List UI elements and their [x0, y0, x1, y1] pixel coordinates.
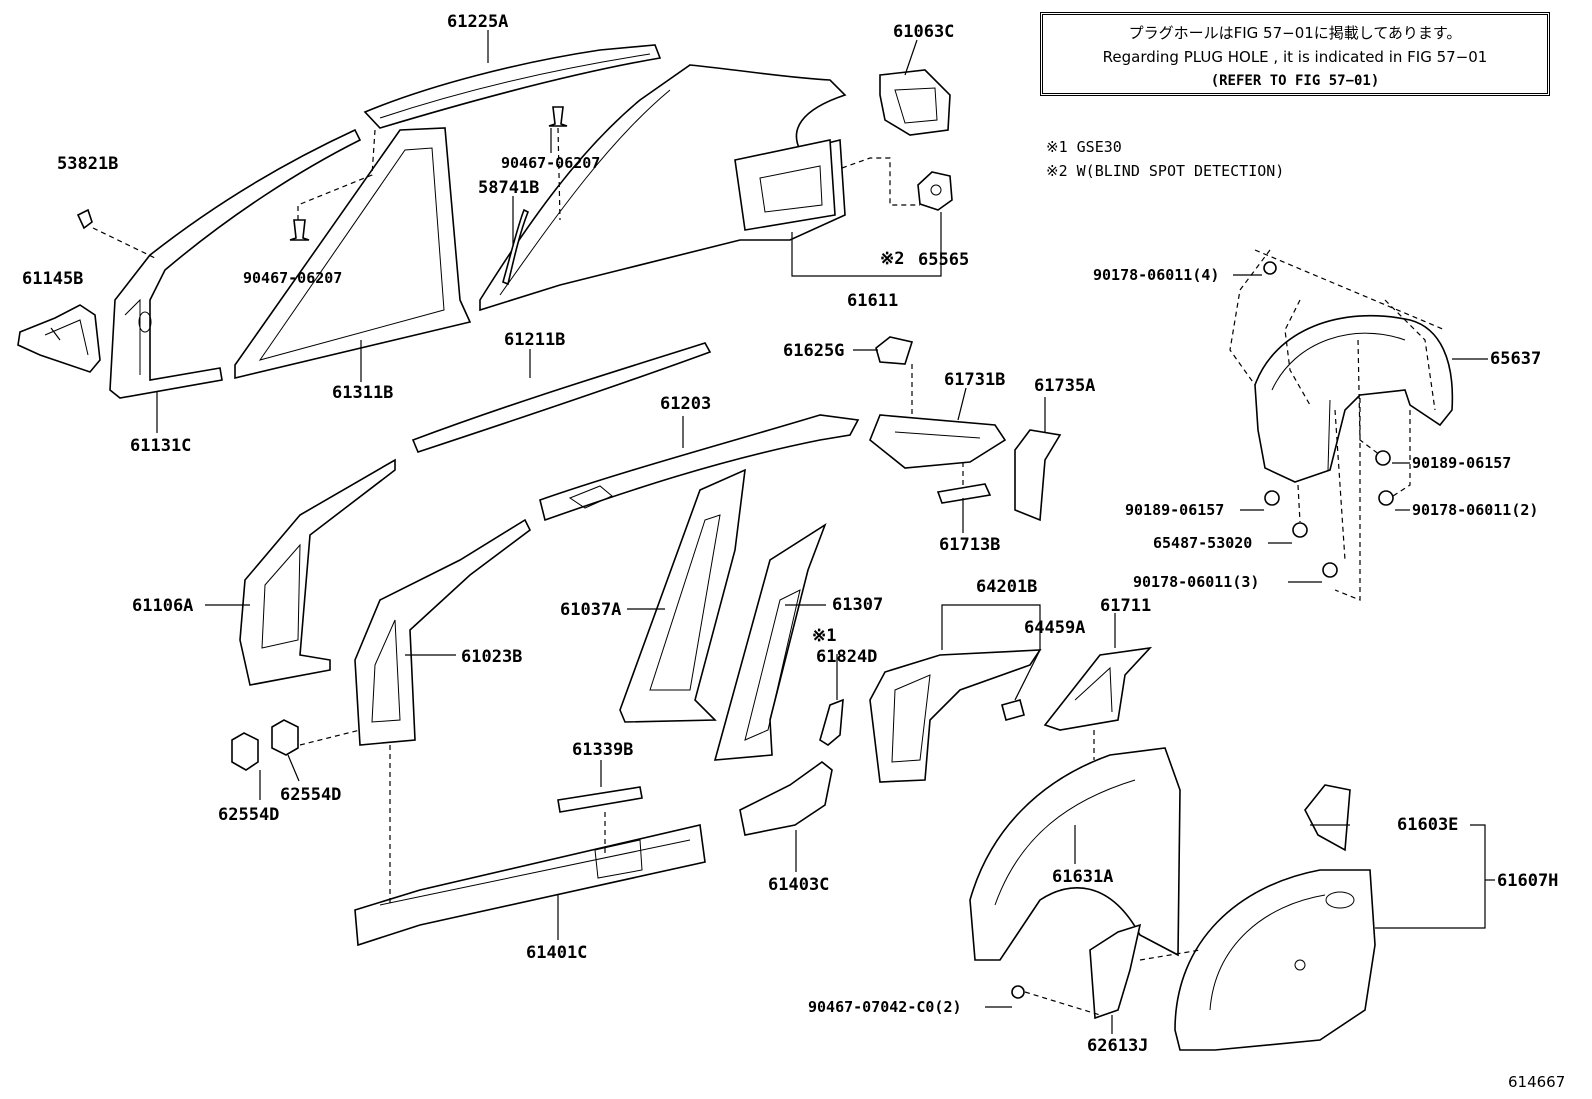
label-65565: 65565 — [918, 250, 969, 270]
label-61211B: 61211B — [504, 330, 565, 350]
clip-53821B — [76, 208, 93, 230]
wheelhouse-61607H — [1174, 869, 1376, 1051]
label-53821B: 53821B — [57, 154, 118, 174]
clip-90178-06011-right — [1378, 490, 1394, 506]
label-61603E: 61603E — [1397, 815, 1458, 835]
label-61307: 61307 — [832, 595, 883, 615]
clip-90178-06011-top — [1263, 261, 1277, 275]
clip-90189-06157-left — [1264, 490, 1280, 506]
clip-65487-53020 — [1292, 522, 1308, 538]
rocker-inner-61403C — [739, 760, 833, 836]
label-61063C: 61063C — [893, 22, 954, 42]
brace-61713B — [936, 483, 992, 504]
label-61713B: 61713B — [939, 535, 1000, 555]
label-61824D: 61824D — [816, 647, 877, 667]
bumper-64459A — [1001, 699, 1025, 721]
quarter-panel-outer — [479, 64, 847, 312]
figure-number: 614667 — [1508, 1073, 1566, 1091]
label-65487-53020: 65487-53020 — [1153, 534, 1252, 552]
marker-note-2: ※2 — [880, 249, 904, 269]
footnote-blind-spot: ※2 W(BLIND SPOT DETECTION) — [1046, 162, 1284, 180]
bracket-61063C — [879, 69, 951, 136]
part-labels: 61225A 61063C 53821B 61145B 90467-06207 … — [22, 12, 1558, 1056]
wheelhouse-inner-64201B — [869, 649, 1042, 783]
label-61145B: 61145B — [22, 269, 83, 289]
assembly-dashed-lines — [92, 127, 1446, 1016]
notice-line-japanese: プラグホールはFIG 57−01に掲載してあります。 — [1128, 24, 1462, 42]
gusset-61735A — [1014, 429, 1062, 522]
label-90467-06207-b: 90467-06207 — [501, 154, 600, 172]
plug-hole-notice: プラグホールはFIG 57−01に掲載してあります。 Regarding PLU… — [1040, 12, 1550, 96]
label-90467-07042-C0: 90467-07042-C0(2) — [808, 998, 962, 1016]
center-pillar-outer-61311B — [234, 127, 472, 380]
label-62554D-left: 62554D — [218, 805, 279, 825]
label-90189-06157-right: 90189-06157 — [1412, 454, 1511, 472]
fender-liner-65637 — [1254, 314, 1454, 483]
label-61037A: 61037A — [560, 600, 621, 620]
marker-note-1: ※1 — [812, 626, 836, 646]
label-65637: 65637 — [1490, 349, 1541, 369]
notice-line-english: Regarding PLUG HOLE , it is indicated in… — [1102, 48, 1488, 66]
leader-lines — [50, 30, 1495, 1034]
label-61203: 61203 — [660, 394, 711, 414]
front-pillar-reinforce-61023B — [354, 518, 532, 746]
rocker-reinforce-61339B — [557, 786, 643, 813]
label-61106A: 61106A — [132, 596, 193, 616]
label-90178-06011-4: 90178-06011(4) — [1093, 266, 1219, 284]
label-61403C: 61403C — [768, 875, 829, 895]
notice-line-reference: (REFER TO FIG 57−01) — [1210, 73, 1380, 89]
label-58741B: 58741B — [478, 178, 539, 198]
extension-61603E — [1304, 784, 1351, 852]
label-62613J: 62613J — [1087, 1036, 1148, 1056]
rocker-outer-61401C — [354, 824, 706, 947]
label-90178-06011-3: 90178-06011(3) — [1133, 573, 1259, 591]
center-pillar-reinforce-61037A — [619, 468, 746, 723]
screw-90467-06207-a — [289, 219, 310, 241]
label-61339B: 61339B — [572, 740, 633, 760]
label-61731B: 61731B — [944, 370, 1005, 390]
retainer-58741B — [502, 208, 530, 286]
hole-plug-62554D-left — [231, 732, 259, 771]
front-pillar-outer-61131C — [109, 128, 362, 399]
label-62554D-right: 62554D — [280, 785, 341, 805]
label-64459A: 64459A — [1024, 618, 1085, 638]
hole-plug-62554D-right — [271, 719, 299, 756]
label-61607H: 61607H — [1497, 871, 1558, 891]
label-61023B: 61023B — [461, 647, 522, 667]
center-pillar-inner-61307 — [713, 523, 827, 761]
bolt-90467-07042 — [1011, 985, 1025, 999]
screw-90467-06207-b — [548, 106, 568, 127]
label-61735A: 61735A — [1034, 376, 1095, 396]
front-pillar-inner-61106A — [239, 458, 396, 686]
label-90467-06207-a: 90467-06207 — [243, 269, 342, 287]
cap-61824D — [819, 698, 844, 746]
footnote-gse30: ※1 GSE30 — [1046, 138, 1122, 156]
sensor-bracket-65565 — [917, 171, 953, 211]
label-90189-06157-left: 90189-06157 — [1125, 501, 1224, 519]
label-61631A: 61631A — [1052, 867, 1113, 887]
roof-side-rail-61225A — [363, 44, 662, 129]
clip-90189-06157-right — [1375, 450, 1391, 466]
panel-61731B — [869, 414, 1007, 469]
label-90178-06011-2: 90178-06011(2) — [1412, 501, 1538, 519]
label-61401C: 61401C — [526, 943, 587, 963]
label-61711: 61711 — [1100, 596, 1151, 616]
label-61131C: 61131C — [130, 436, 191, 456]
liner-62613J — [1089, 923, 1142, 1020]
label-61225A: 61225A — [447, 12, 508, 32]
label-61311B: 61311B — [332, 383, 393, 403]
roof-rail-61203 — [539, 414, 860, 522]
extension-61625G — [875, 336, 914, 365]
clip-90178-06011-bottom — [1322, 562, 1338, 578]
label-61611: 61611 — [847, 291, 898, 311]
label-61625G: 61625G — [783, 341, 844, 361]
gusset-61711 — [1043, 646, 1153, 731]
roof-rail-inner-61211B — [411, 342, 712, 453]
label-64201B: 64201B — [976, 577, 1037, 597]
